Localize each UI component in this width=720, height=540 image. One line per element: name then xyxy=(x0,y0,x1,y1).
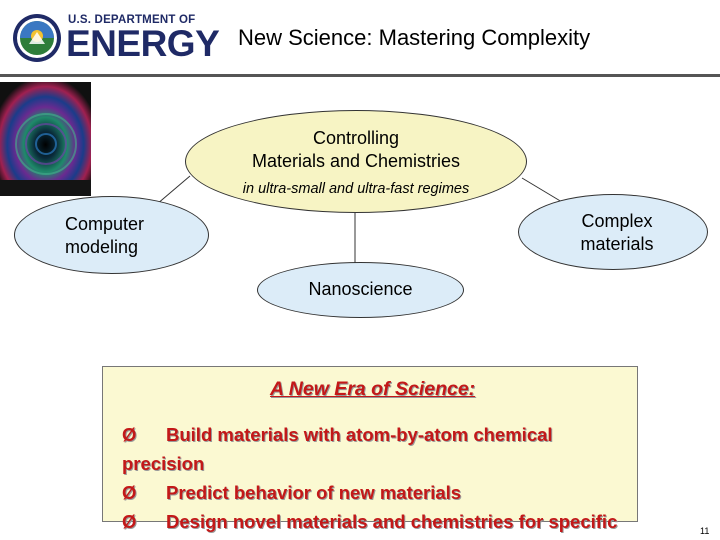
node-center-line2: Materials and Chemistries xyxy=(251,150,461,171)
book-cover-image xyxy=(0,82,91,196)
node-nanoscience: Nanoscience xyxy=(257,262,464,318)
arrowhead-bullet-icon: Ø xyxy=(122,482,137,503)
node-right-line1: Complex xyxy=(581,211,653,231)
doe-seal-icon xyxy=(13,14,61,62)
header-divider xyxy=(0,74,720,77)
node-bottom-line1: Nanoscience xyxy=(308,279,413,299)
node-complex-materials: Complex materials xyxy=(518,194,708,270)
callout-title: A New Era of Science: xyxy=(270,378,476,400)
page-title: New Science: Mastering Complexity xyxy=(238,25,591,50)
arrowhead-bullet-icon: Ø xyxy=(122,511,137,532)
node-center-line1: Controlling xyxy=(312,127,400,148)
callout-item-2: Predict behavior of new materials xyxy=(166,482,462,503)
page-number: 11 xyxy=(700,526,710,536)
callout-item-3: Design novel materials and chemistries f… xyxy=(166,511,618,532)
callout-box xyxy=(102,366,638,522)
callout-item-1-line1: Build materials with atom-by-atom chemic… xyxy=(166,424,553,445)
node-computer-modeling: Computer modeling xyxy=(14,196,209,274)
arrowhead-bullet-icon: Ø xyxy=(122,424,137,445)
logo-department-text: U.S. DEPARTMENT OF xyxy=(68,14,196,26)
node-controlling-materials: Controlling Materials and Chemistries in… xyxy=(185,110,527,213)
node-center-subtitle: in ultra-small and ultra-fast regimes xyxy=(242,180,470,197)
logo-energy-text: ENERGY xyxy=(66,23,220,64)
node-right-line2: materials xyxy=(580,234,654,254)
node-left-line1: Computer xyxy=(65,214,145,234)
callout-item-1-line2: precision xyxy=(122,453,205,474)
node-left-line2: modeling xyxy=(65,237,139,257)
